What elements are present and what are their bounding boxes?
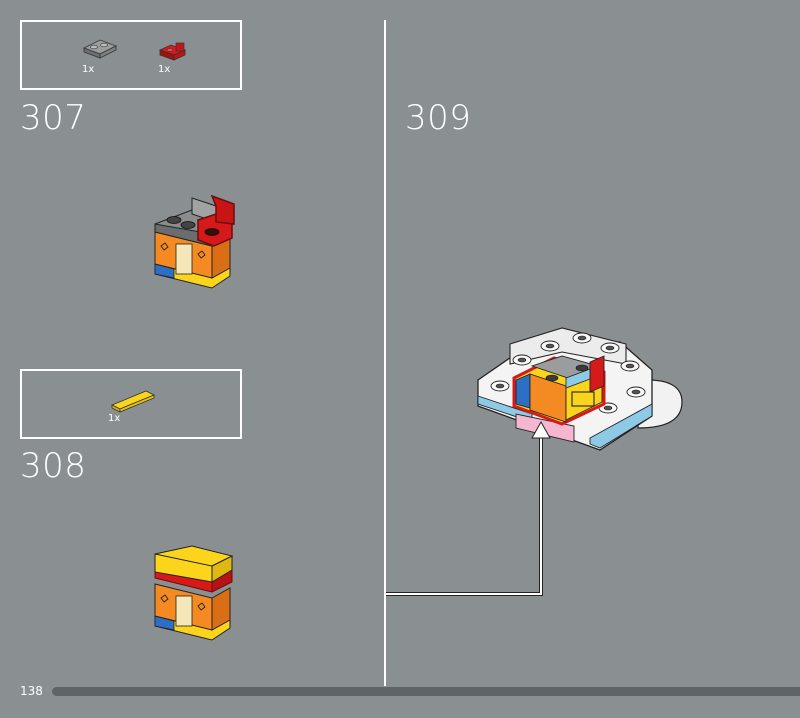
step-number-307: 307 xyxy=(20,98,87,138)
part-qty: 1x xyxy=(82,64,95,75)
parts-callout-308: 1x xyxy=(20,369,242,439)
step-309-assembly-image xyxy=(477,327,683,451)
placement-arrow xyxy=(386,420,551,596)
step-number-308: 308 xyxy=(20,446,87,486)
page-progress-bar xyxy=(52,687,800,696)
column-divider xyxy=(384,20,386,686)
red-bracket-part-image xyxy=(158,42,187,61)
parts-callout-307: 1x 1x xyxy=(20,20,242,90)
page-number: 138 xyxy=(20,684,43,698)
step-308-assembly-image xyxy=(154,545,234,641)
part-qty: 1x xyxy=(158,64,171,75)
yellow-tile-part-image xyxy=(111,390,155,413)
step-307-assembly-image xyxy=(154,194,235,289)
part-qty: 1x xyxy=(108,413,121,424)
grey-bracket-part-image xyxy=(83,39,117,59)
step-number-309: 309 xyxy=(405,98,472,138)
